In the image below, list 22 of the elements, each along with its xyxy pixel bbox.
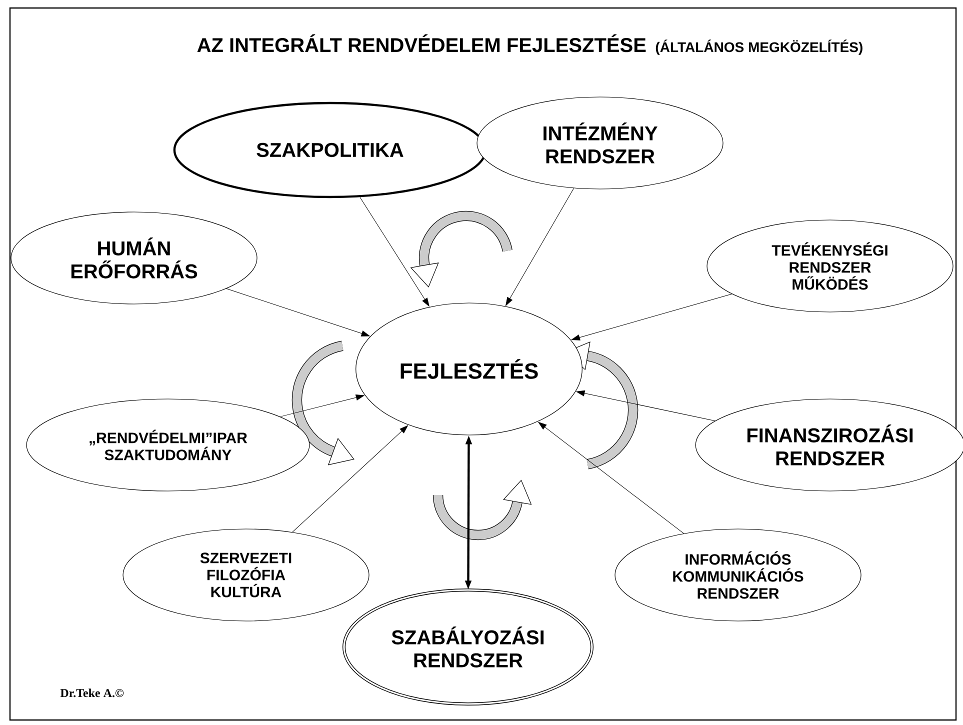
arrow [226, 288, 370, 336]
ellipse-node: FINANSZIROZÁSI RENDSZER [695, 398, 963, 492]
arrow [280, 394, 364, 417]
ellipse-node: „RENDVÉDELMI”IPAR SZAKTUDOMÁNY [26, 398, 310, 492]
ellipse-node: TEVÉKENYSÉGI RENDSZER MŰKÖDÉS [706, 220, 954, 312]
ellipse-node: INTÉZMÉNY RENDSZER [476, 96, 724, 190]
ellipse-node: FEJLESZTÉS [356, 302, 582, 436]
arrow [571, 294, 732, 340]
arrow [360, 196, 430, 306]
arrow [292, 425, 408, 532]
arrow [506, 188, 574, 306]
arrow [538, 422, 684, 534]
ellipse-node: SZABÁLYOZÁSI RENDSZER [342, 588, 594, 706]
ellipse-node: SZAKPOLITIKA [173, 102, 487, 198]
ellipse-node: INFORMÁCIÓS KOMMUNIKÁCIÓS RENDSZER [614, 528, 862, 622]
ellipse-node: HUMÁN ERŐFORRÁS [10, 212, 258, 304]
subtitle: (ÁLTALÁNOS MEGKÖZELÍTÉS) [656, 40, 862, 55]
ellipse-node: SZERVEZETI FILOZÓFIA KULTÚRA [122, 528, 370, 622]
node-label: FINANSZIROZÁSI RENDSZER [747, 424, 913, 466]
arrow [576, 390, 716, 422]
title: AZ INTEGRÁLT RENDVÉDELEM FEJLESZTÉSE [197, 34, 646, 52]
author-note: Dr.Teke A.© [60, 688, 124, 698]
